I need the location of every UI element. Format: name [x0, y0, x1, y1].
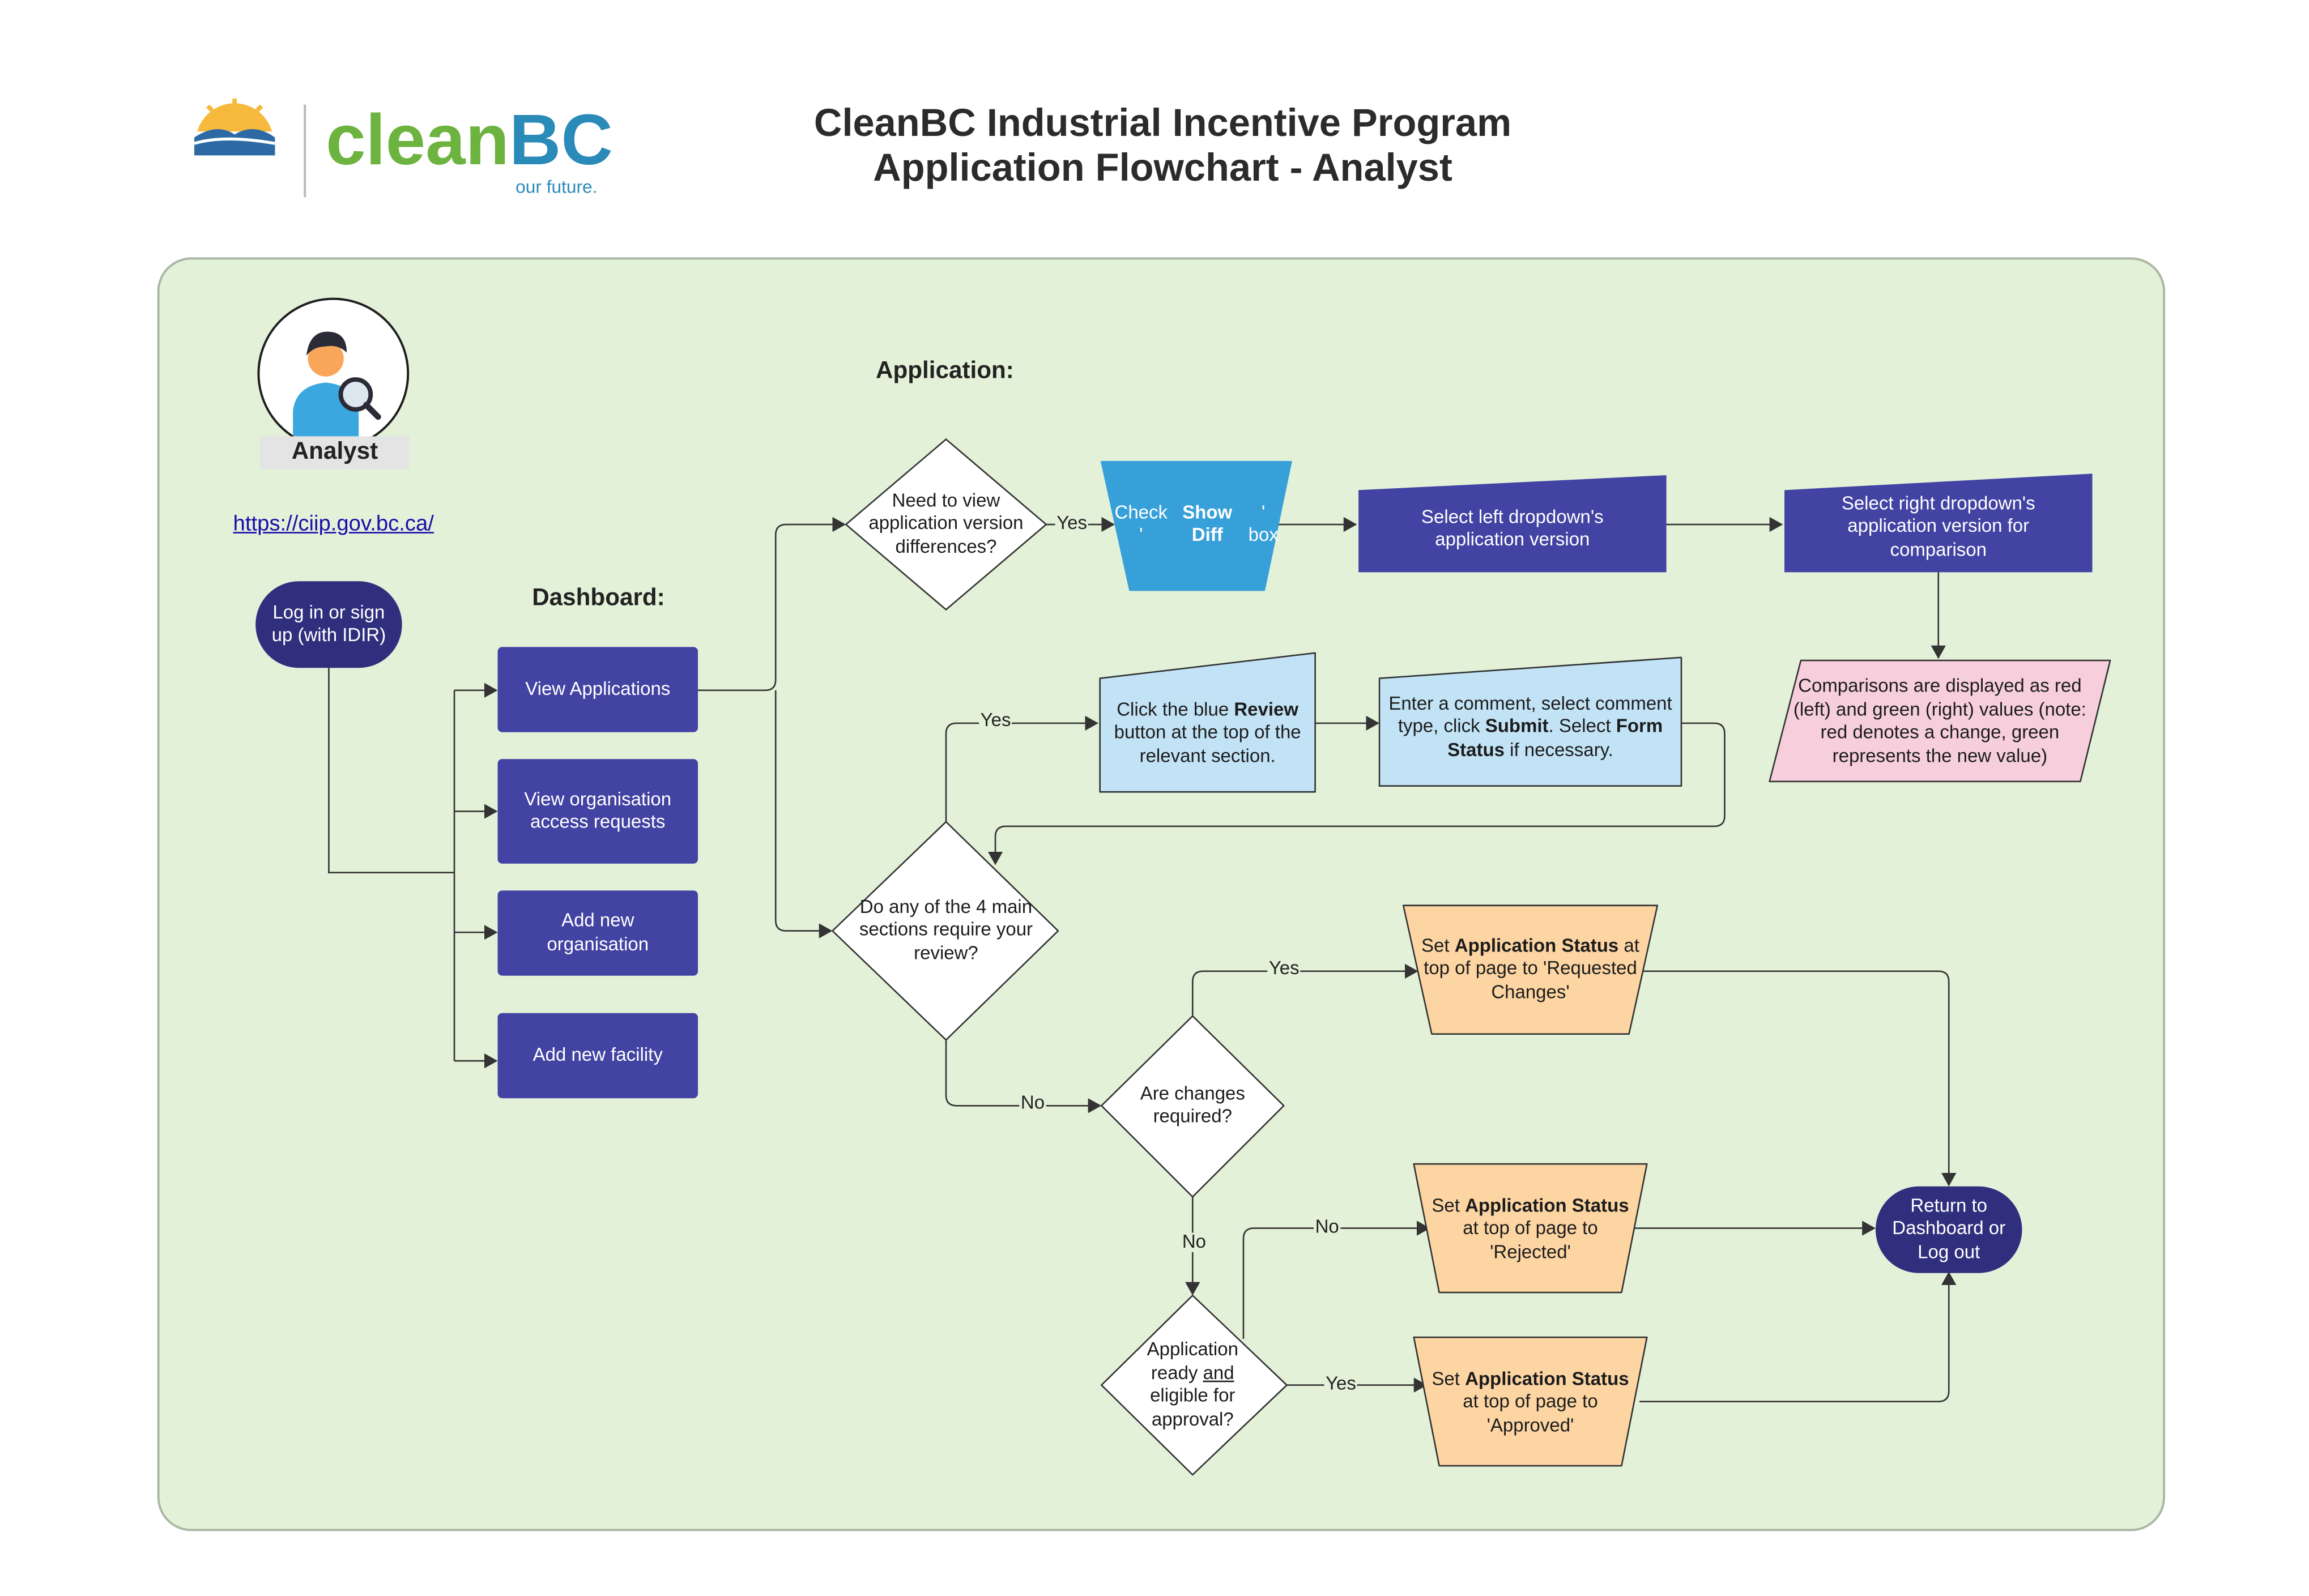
logo-tagline: our future. — [516, 176, 597, 197]
view-applications-node — [497, 647, 698, 732]
add-facility-text[interactable]: Add new facility — [532, 1044, 663, 1065]
application-heading: Application: — [875, 359, 1014, 385]
edge-label-no-changes: No — [1181, 1232, 1208, 1252]
set-approved-text: Set Application Status at top of page to… — [1432, 1368, 1629, 1436]
analyst-label-bg — [260, 436, 410, 470]
select-left-text: Select left dropdown's application versi… — [1421, 506, 1604, 550]
click-review-text: Click the blue Review button at the top … — [1114, 699, 1301, 766]
edge-yes-requested — [1191, 963, 1418, 1016]
login-text: Log in or sign up (with IDIR) — [271, 601, 386, 646]
add-facility-node — [497, 1013, 698, 1099]
analyst-label: Analyst — [291, 439, 378, 465]
changes-required-text: Are changes required? — [1140, 1082, 1245, 1127]
click-review-node — [1099, 652, 1316, 793]
set-requested-node — [1402, 904, 1659, 1035]
analyst-icon — [257, 297, 410, 450]
edge-label-yes-changes: Yes — [1267, 958, 1301, 979]
add-org-node — [497, 890, 698, 976]
edges — [328, 517, 1957, 1402]
add-org-text[interactable]: Add new organisation — [547, 910, 649, 954]
enter-comment-text: Enter a comment, select comment type, cl… — [1388, 693, 1672, 761]
comparisons-text: Comparisons are displayed as red (left) … — [1793, 675, 2086, 766]
edge-label-no-ready: No — [1313, 1217, 1341, 1237]
return-text: Return to Dashboard or Log out — [1892, 1194, 2006, 1262]
return-node — [1875, 1186, 2022, 1273]
sections-review-text: Do any of the 4 main sections require yo… — [859, 896, 1033, 963]
changes-required-decision — [1101, 1015, 1285, 1198]
select-right-node — [1784, 473, 2093, 573]
edge-to-sections-review — [774, 690, 833, 938]
set-requested-text: Set Application Status at top of page to… — [1421, 934, 1639, 1002]
comparisons-node — [1769, 659, 2111, 783]
enter-comment-node — [1378, 656, 1682, 787]
set-approved-node — [1413, 1336, 1648, 1467]
page-title-line1: CleanBC Industrial Incentive Program — [813, 100, 1512, 145]
edge-label-yes-ready: Yes — [1324, 1374, 1358, 1394]
ready-eligible-decision — [1101, 1295, 1288, 1476]
select-left-node — [1358, 475, 1667, 573]
show-diff-text: Check 'Show Diff' box — [1114, 501, 1279, 545]
show-diff-node — [1101, 460, 1292, 591]
edge-requested-return — [1639, 970, 1957, 1187]
edge-approved-return — [1639, 1271, 1957, 1402]
edge-label-no-review: No — [1019, 1093, 1046, 1113]
edge-to-need-diff — [698, 517, 846, 692]
ciip-link[interactable]: https://ciip.gov.bc.ca/ — [233, 512, 434, 537]
need-diff-text: Need to view application version differe… — [868, 489, 1024, 557]
edge-no-rejected — [1242, 1221, 1430, 1339]
bc-sun-logo — [194, 99, 275, 156]
edge-label-yes-review: Yes — [979, 710, 1013, 731]
edge-login-branch — [328, 668, 455, 874]
view-org-requests-node — [497, 759, 698, 864]
edge-no-changes — [945, 1040, 1102, 1113]
view-applications-text[interactable]: View Applications — [525, 678, 671, 699]
flowchart-panel — [157, 257, 2166, 1531]
need-diff-decision — [845, 438, 1047, 611]
view-org-requests-text[interactable]: View organisation access requests — [524, 788, 672, 833]
page-title-line2: Application Flowchart - Analyst — [873, 144, 1452, 190]
login-node — [255, 581, 402, 668]
dashboard-heading: Dashboard: — [532, 586, 665, 612]
edge-label-yes-diff: Yes — [1055, 513, 1089, 534]
select-right-text: Select right dropdown's application vers… — [1841, 492, 2035, 560]
edge-loop-back — [987, 722, 1726, 865]
edge-yes-review — [945, 715, 1099, 822]
sections-review-decision — [832, 821, 1059, 1041]
set-rejected-node — [1413, 1163, 1648, 1294]
ready-eligible-text: Application ready and eligible for appro… — [1147, 1338, 1238, 1429]
cleanbc-logo-text: cleanBC — [326, 99, 613, 180]
set-rejected-text: Set Application Status at top of page to… — [1432, 1194, 1629, 1262]
